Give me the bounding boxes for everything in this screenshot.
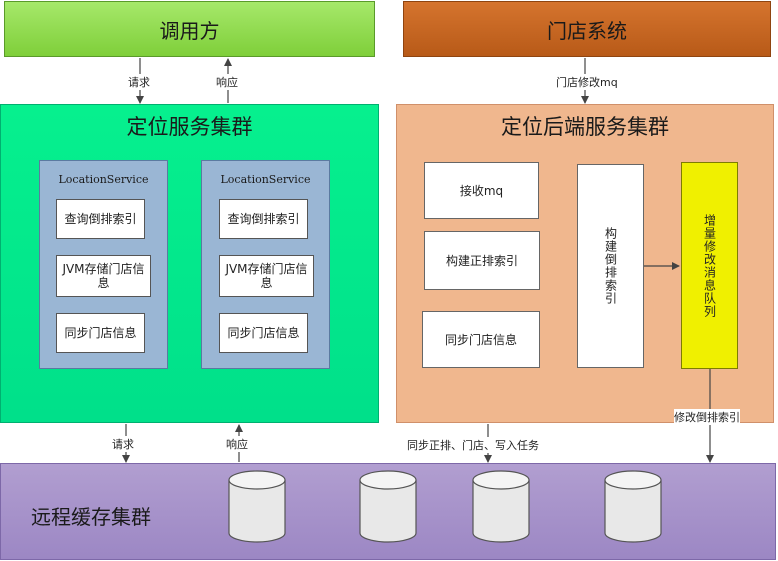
- backend-cluster-title: 定位后端服务集群: [501, 115, 669, 139]
- jvm-store-info-label-2: JVM存储门店信息: [225, 262, 308, 290]
- caller-box: 调用方: [4, 1, 375, 57]
- caller-title: 调用方: [159, 18, 220, 43]
- location-service-2-title: LocationService: [220, 173, 311, 186]
- sync-store-info-box-2: 同步门店信息: [219, 313, 308, 353]
- sync-store-info-label-1: 同步门店信息: [64, 326, 137, 340]
- sync-store-info-backend-box: 同步门店信息: [422, 311, 540, 368]
- cache-node-2: [359, 470, 417, 543]
- build-forward-index-box: 构建正排索引: [424, 231, 540, 290]
- build-forward-index-label: 构建正排索引: [445, 254, 518, 268]
- incremental-queue-label: 增量修改消息队列: [702, 213, 717, 318]
- query-inverted-index-box-1: 查询倒排索引: [56, 199, 145, 239]
- jvm-store-info-box-1: JVM存储门店信息: [56, 255, 151, 297]
- location-service-1-title: LocationService: [58, 173, 149, 186]
- jvm-store-info-box-2: JVM存储门店信息: [219, 255, 314, 297]
- store-system-box: 门店系统: [403, 1, 771, 57]
- cache-node-3: [472, 470, 530, 543]
- sync-store-info-label-2: 同步门店信息: [227, 326, 300, 340]
- cache-node-1: [228, 470, 286, 543]
- response-label-bottom: 响应: [226, 436, 248, 452]
- remote-cache-title: 远程缓存集群: [31, 505, 151, 529]
- location-service-2: LocationService 查询倒排索引 JVM存储门店信息 同步门店信息: [201, 160, 330, 369]
- sync-store-info-box-1: 同步门店信息: [56, 313, 145, 353]
- sync-tasks-label: 同步正排、门店、写入任务: [407, 437, 539, 453]
- query-inverted-index-label-1: 查询倒排索引: [64, 212, 137, 226]
- store-modify-mq-label: 门店修改mq: [556, 74, 618, 90]
- incremental-modify-queue: 增量修改消息队列: [681, 162, 738, 369]
- response-label-top: 响应: [216, 74, 238, 90]
- location-service-1: LocationService 查询倒排索引 JVM存储门店信息 同步门店信息: [39, 160, 168, 369]
- request-label-top: 请求: [128, 74, 150, 90]
- query-inverted-index-box-2: 查询倒排索引: [219, 199, 308, 239]
- query-inverted-index-label-2: 查询倒排索引: [227, 212, 300, 226]
- build-inverted-index-box: 构建倒排索引: [577, 164, 644, 368]
- location-cluster-title: 定位服务集群: [126, 115, 253, 139]
- receive-mq-label: 接收mq: [459, 184, 504, 198]
- cache-node-4: [604, 470, 662, 543]
- modify-inverted-index-label: 修改倒排索引: [674, 409, 740, 425]
- receive-mq-box: 接收mq: [424, 162, 539, 219]
- store-system-title: 门店系统: [547, 18, 627, 43]
- build-inverted-index-label: 构建倒排索引: [603, 227, 618, 305]
- request-label-bottom: 请求: [112, 436, 134, 452]
- sync-store-info-backend-label: 同步门店信息: [444, 333, 517, 347]
- jvm-store-info-label-1: JVM存储门店信息: [62, 262, 145, 290]
